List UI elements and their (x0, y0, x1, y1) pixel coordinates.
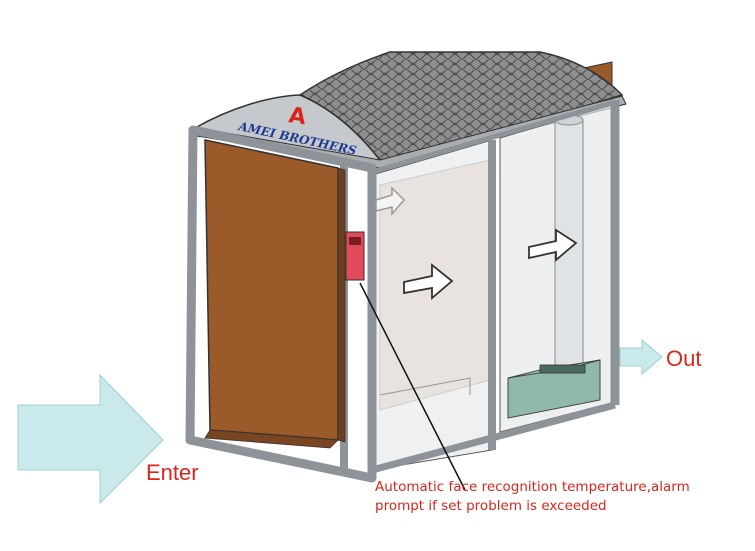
interior-arrow-1 (375, 186, 406, 217)
side-glass-left (371, 139, 493, 471)
side-frame-bottom (371, 401, 616, 474)
interior-arrow-2 (403, 263, 454, 300)
entry-door (204, 139, 339, 441)
brand-logo: A (287, 103, 307, 130)
exit-door-leaf (204, 429, 339, 449)
note-line-2: prompt if set problem is exceeded (375, 498, 607, 514)
out-label: Out (666, 346, 701, 371)
front-frame (185, 125, 377, 483)
out-arrow (619, 338, 663, 376)
note-line-1: Automatic face recognition temperature,a… (375, 479, 690, 495)
enter-arrow (17, 373, 164, 505)
callout-line (359, 282, 466, 491)
interior-arrow-3 (528, 228, 578, 262)
enter-label: Enter (146, 460, 199, 485)
side-frame-top (371, 99, 616, 175)
